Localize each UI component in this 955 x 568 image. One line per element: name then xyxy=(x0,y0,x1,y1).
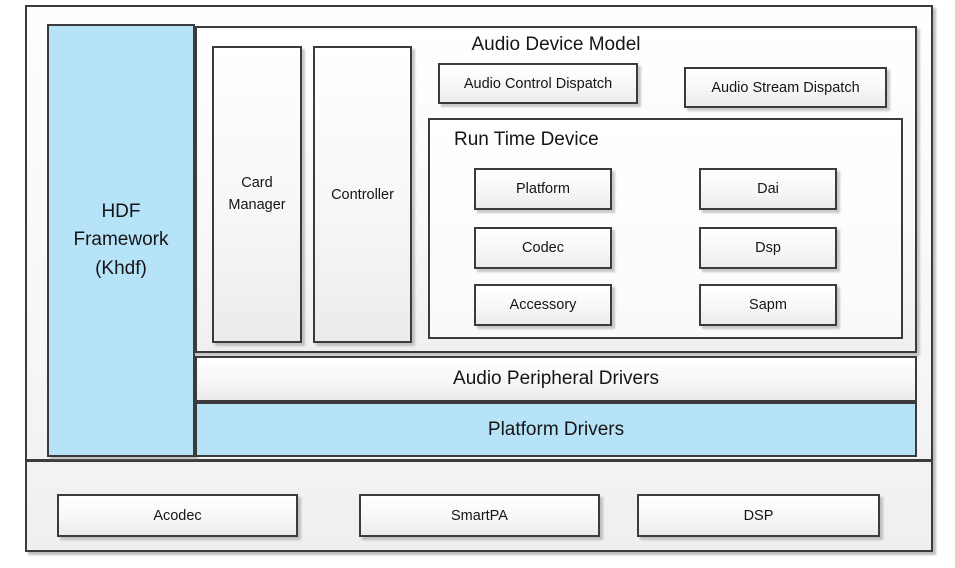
hdf-framework-label: HDF Framework (Khdf) xyxy=(73,200,169,279)
hw-acodec-label: Acodec xyxy=(153,507,202,524)
rtd-dsp-label: Dsp xyxy=(755,240,781,256)
rtd-platform-box: Platform xyxy=(474,168,612,210)
audio-peripheral-drivers-strip: Audio Peripheral Drivers xyxy=(195,356,917,402)
section-divider xyxy=(27,459,931,462)
rtd-accessory-label: Accessory xyxy=(509,297,577,313)
audio-control-dispatch-box: Audio Control Dispatch xyxy=(438,63,638,104)
rtd-dai-label: Dai xyxy=(757,181,779,197)
audio-stream-dispatch-box: Audio Stream Dispatch xyxy=(684,67,887,108)
audio-peripheral-drivers-label: Audio Peripheral Drivers xyxy=(453,368,659,389)
rtd-platform-label: Platform xyxy=(516,181,570,197)
platform-drivers-strip: Platform Drivers xyxy=(195,402,917,457)
hw-dsp-box: DSP xyxy=(637,494,880,537)
hdf-framework-box: HDF Framework (Khdf) xyxy=(47,24,195,457)
rtd-sapm-box: Sapm xyxy=(699,284,837,326)
platform-drivers-label: Platform Drivers xyxy=(487,418,625,440)
run-time-device-title: Run Time Device xyxy=(454,129,599,150)
rtd-dsp-box: Dsp xyxy=(699,227,837,269)
controller-box: Controller xyxy=(313,46,412,343)
audio-control-dispatch-label: Audio Control Dispatch xyxy=(463,75,613,92)
card-manager-box: Card Manager xyxy=(212,46,302,343)
audio-device-model-title: Audio Device Model xyxy=(471,34,641,55)
card-manager-label: Card Manager xyxy=(228,174,286,213)
hw-acodec-box: Acodec xyxy=(57,494,298,537)
controller-label: Controller xyxy=(331,186,394,203)
rtd-sapm-label: Sapm xyxy=(749,297,787,313)
rtd-dai-box: Dai xyxy=(699,168,837,210)
hw-smartpa-box: SmartPA xyxy=(359,494,600,537)
hw-dsp-label: DSP xyxy=(743,507,774,524)
rtd-accessory-box: Accessory xyxy=(474,284,612,326)
hw-smartpa-label: SmartPA xyxy=(451,507,508,524)
rtd-codec-label: Codec xyxy=(522,240,564,256)
rtd-codec-box: Codec xyxy=(474,227,612,269)
audio-stream-dispatch-label: Audio Stream Dispatch xyxy=(711,79,860,96)
